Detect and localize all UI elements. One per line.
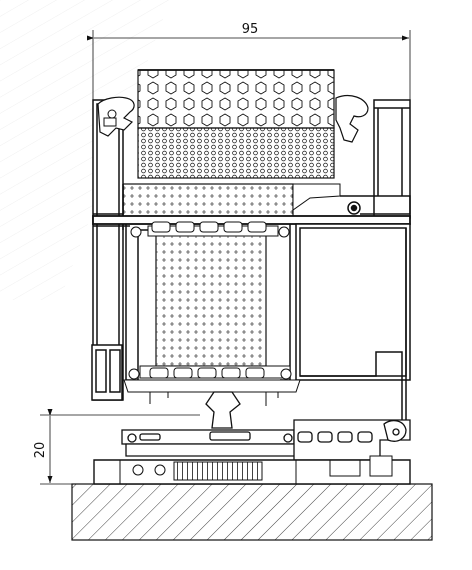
left-frame-profile <box>91 99 130 401</box>
bottom-glazing-bead <box>123 365 301 393</box>
left-top-gasket <box>97 96 135 137</box>
top-dimension-label: 95 <box>242 22 259 37</box>
right-top-gasket <box>335 95 369 143</box>
floor-substrate <box>71 483 433 541</box>
right-threshold-profile <box>293 419 411 461</box>
central-support-fin <box>149 391 279 429</box>
top-glazing-bead <box>130 221 290 238</box>
sash-frame <box>125 223 411 420</box>
top-spacer-block <box>122 183 341 219</box>
top-dimension: 95 <box>87 22 411 100</box>
lower-glass-panel <box>155 233 267 367</box>
bottom-dimension-label: 20 <box>33 442 48 459</box>
background-texture <box>0 0 170 300</box>
upper-glass-panel <box>137 69 335 179</box>
threshold-assembly <box>121 429 297 457</box>
bottom-dimension: 20 <box>33 409 200 485</box>
base-profile <box>93 455 411 485</box>
